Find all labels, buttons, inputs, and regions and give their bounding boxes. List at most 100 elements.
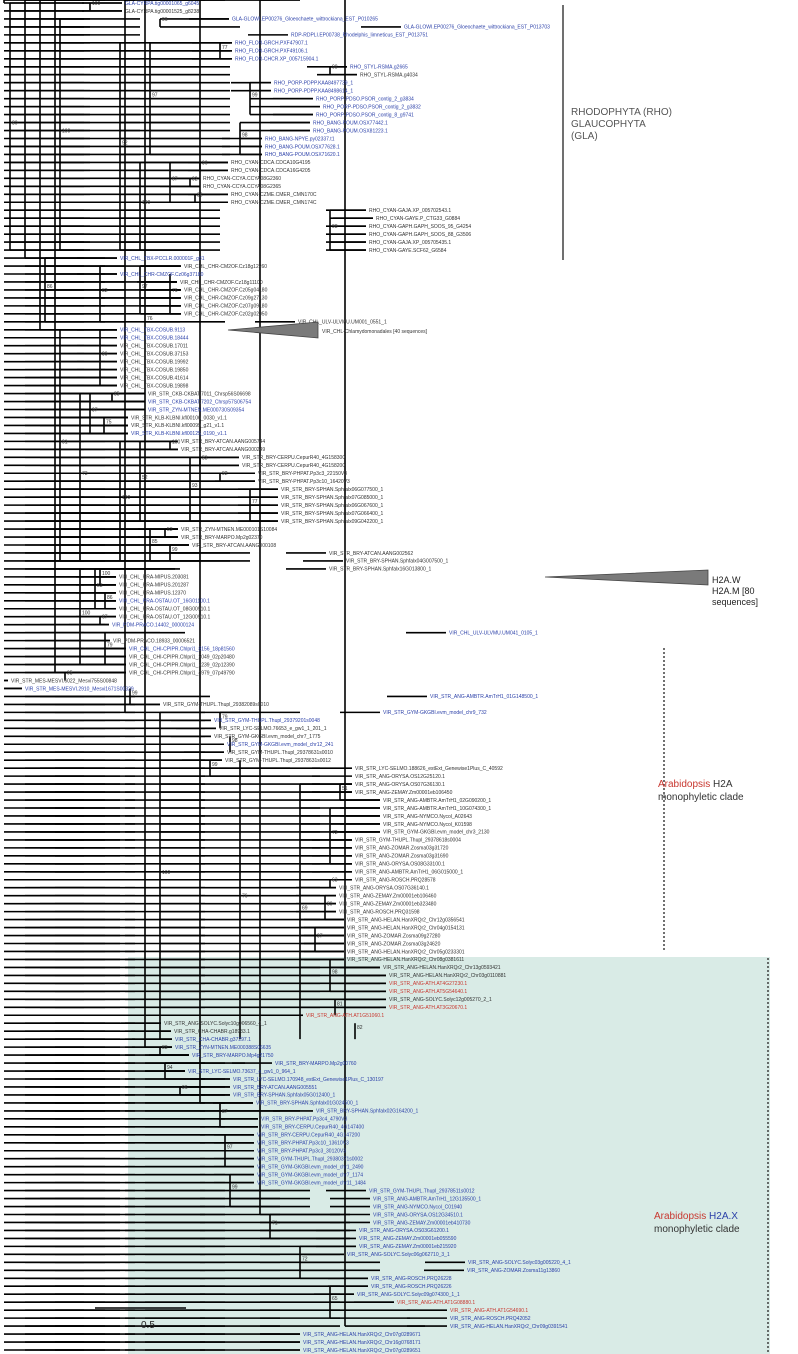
leaf-label: VIR_STR_ANG-NYMCO.Nycol_K01598 (383, 822, 472, 828)
leaf-label: VIR_STR_ANG-ZOMAR.Zosma03g31690 (355, 854, 449, 860)
bootstrap-value: 86 (107, 595, 113, 601)
bootstrap-value: 86 (47, 284, 53, 290)
leaf-label: VIR_STR_ANG-ATH.AT1G51060.1 (306, 1013, 384, 1019)
bootstrap-value: 97 (152, 93, 158, 99)
leaf-label: RHO_CYAN-GAJA.XP_005705435.1 (369, 240, 451, 246)
leaf-label: VIR_STR_ANG-ORYSA.OS03G61200.1 (359, 1228, 449, 1234)
leaf-label: VIR_STR_BRY-CERPU.CepurR40_4G147200 (257, 1133, 360, 1139)
bootstrap-value: 96 (202, 160, 208, 166)
bootstrap-value: 87 (222, 1109, 228, 1115)
rhodophyta-line-3: (GLA) (571, 131, 598, 142)
bootstrap-value: 100 (162, 870, 171, 876)
h2aw-triangle (544, 569, 709, 586)
leaf-label: VIR_STR_ANG-ZOMAR.Zosma09g27280 (347, 933, 441, 939)
leaf-label: VIR_CHL_PRA-OSTAU.OT_12G00910.1 (119, 615, 211, 621)
bootstrap-value: 97 (227, 1145, 233, 1151)
leaf-label: VIR_STR_ANG-ROSCH.PRQ26226 (371, 1284, 452, 1290)
bootstrap-value: 100 (92, 1, 101, 7)
bootstrap-value: 63 (332, 878, 338, 884)
bootstrap-value: 100 (102, 571, 111, 577)
leaf-label: RHO_BANG-POUM.OSX81223.1 (313, 128, 388, 134)
leaf-label: GLA-CYRPA.tig00001525_g8238 (125, 9, 199, 15)
leaf-label: VIR_PDM-PRACO.14402_00000124 (112, 622, 194, 628)
leaf-label: VIR_STR_BRY-ATCAN.AANG000249 (181, 447, 265, 453)
leaf-label: VIR_STR_ZYN-MTNEN.ME000730S09354 (148, 407, 244, 413)
leaf-label: VIR_STR_ANG-AMBTR.AmTrH1_02G090200_1 (383, 798, 491, 804)
bootstrap-value: 85 (152, 539, 158, 545)
leaf-label: VIR_STR_BRY-MARPO.Mp2g02370 (181, 535, 263, 541)
leaf-label: VIR_STR_ANG-ZEMAY.Zm00001eb055590 (359, 1236, 457, 1242)
bootstrap-value: 89 (327, 902, 333, 908)
leaf-label: VIR_STR_ANG-ROSCH.PRQ31598 (339, 909, 420, 915)
h2aw-count: [80 sequences] (712, 586, 759, 607)
leaf-label: VIR_STR_ANG-ZOMAR.Zosma03g31720 (355, 846, 449, 852)
bootstrap-value: 96 (347, 0, 353, 2)
bootstrap-value: 76 (147, 316, 153, 322)
leaf-label: RHO_BANG-POUM.OSX77628.1 (265, 144, 340, 150)
h2ax-prefix: Arabidopsis (654, 1211, 707, 1222)
leaf-label: VIR_STR_GYM-THUPL.Thupl_29378631s0012 (225, 758, 331, 764)
leaf-label: VIR_STR_BRY-PHPAT.Pp3c10_16420V3 (258, 479, 350, 485)
leaf-label: VIR_STR_ANG-ROSCH.PRQ26228 (371, 1276, 452, 1282)
h2aw-line-2: H2A.M (712, 586, 740, 596)
leaf-label: VIR_STR_BRY-PHPAT.Pp3c10_13610V3 (257, 1141, 349, 1147)
leaf-label: VIR_STR_ANG-ZOMAR.Zosma03g24620 (347, 941, 441, 947)
bootstrap-value: 100 (172, 439, 181, 445)
tree-branches (3, 0, 465, 1351)
leaf-label: VIR_STR_ANG-NYMCO.Nycol_A02643 (383, 814, 472, 820)
leaf-label: VIR_STR_BRY-ATCAN.AANG005551 (233, 1085, 317, 1091)
leaf-label: VIR_STR_BRY-SPHAN.Sphfalx02G164200_1 (316, 1109, 419, 1115)
leaf-label: VIR_CHL_CHR-CMZOF.Cz02g02050 (184, 312, 268, 318)
leaf-label: VIR_STR_ANG-HELAN.HanXRQr2_Chr07g0289671 (303, 1332, 421, 1338)
leaf-label: VIR_STR_ANG-HELAN.HanXRQr2_Chr13g0593421 (383, 965, 501, 971)
leaf-label: VIR_STR_BRY-SPHAN.Sphfalx07G085000_1 (281, 495, 384, 501)
leaf-label: RHO_BANG-POUM.OSX77442.1 (313, 120, 388, 126)
leaf-label: VIR_STR_ANG-HELAN.HanXRQr2_Chr08g0381611 (347, 957, 464, 963)
leaf-label: RHO_CYAN-CZME.CMER_CMN170C (231, 192, 317, 198)
bootstrap-value: 86 (262, 0, 268, 2)
bootstrap-value: 91 (62, 439, 68, 445)
leaf-label: RHO_PORP-PDSO.PSOR_contig_8_g9741 (316, 112, 414, 118)
bootstrap-value: 92 (222, 471, 228, 477)
leaf-label: VIR_CHL_PRA-OSTAU.OT_16G01100.1 (119, 599, 210, 605)
leaf-label: RHO_CYAN-CCYA.CCYA08G2365 (203, 184, 281, 190)
bootstrap-value: 86 (197, 192, 203, 198)
leaf-label: VIR_STR_ANG-ORYSA.OS12G25120.1 (355, 774, 445, 780)
leaf-label: VIR_CHL_TBX-COSUB.37153 (120, 351, 189, 357)
leaf-label: VIR_STR_BRY-MARPO.Mp4g21750 (192, 1053, 274, 1059)
bootstrap-value: 82 (102, 288, 108, 294)
bootstrap-value: 100 (62, 129, 71, 135)
leaf-label: VIR_STR_ANG-AMBTR.AmTrH1_06G015000_1 (355, 870, 463, 876)
bootstrap-value: 80 (12, 121, 18, 127)
leaf-label: VIR_STR_ANG-ATH.AT4G27230.1 (389, 981, 467, 987)
bootstrap-value: 100 (142, 200, 151, 206)
leaf-label: VIR_STR_BRY-PHPAT.Pp3c4_4790V3 (261, 1117, 347, 1123)
leaf-label: VIR_STR_CHA-CHABR.g18933.1 (174, 1029, 250, 1035)
bootstrap-value: 99 (232, 1185, 238, 1191)
leaf-label: RHO_PORP-PDPP.KAA8497739_1 (274, 81, 353, 87)
bootstrap-value: 93 (192, 483, 198, 489)
leaf-label: VIR_CHL_CHI-CPIPR.Chlpri1_4979_07p49790 (129, 670, 235, 676)
leaf-label: VIR_STR_ZYN-MTNEN.ME000388S06635 (175, 1045, 271, 1051)
bootstrap-value: 71 (272, 1220, 278, 1226)
leaf-label: VIR_CHL_PRA-OSTAU.OT_08G00910.1 (119, 607, 211, 613)
leaf-label: VIR_STR_ANG-ROSCH.PRQ28578 (355, 878, 436, 884)
leaf-label: VIR_STR_BRY-SPHAN.Sphfalx09G042200_1 (281, 519, 384, 525)
bootstrap-value: 99 (172, 547, 178, 553)
leaf-label: VIR_STR_ANG-HELAN.HanXRQr2_Chr07g0289651 (303, 1348, 421, 1354)
bootstrap-value: 53 (202, 455, 208, 461)
leaf-label: VIR_STR_BRY-SPHAN.Sphfalx04G007500_1 (346, 559, 449, 565)
bootstrap-value: 72 (332, 830, 338, 836)
leaf-label: VIR_STR_KLB-KLBNI.kfl00106_0030_v1.1 (131, 415, 227, 421)
leaf-label: VIR_CHL_CHI-CPIPR.Chlpri1_2049_02p20480 (129, 654, 235, 660)
leaf-label: VIR_CHL_ULV-ULVMU.UM041_0105_1 (449, 630, 538, 636)
leaf-label: VIR_STR_ANG-HELAN.HanXRQr2_Chr16g0768171 (303, 1340, 421, 1346)
bootstrap-value: 99 (132, 690, 138, 696)
leaf-label: VIR_STR_GYM-GKGBI.evm_model_chr1_2490 (257, 1164, 364, 1170)
h2ax-line-2: monophyletic clade (654, 1224, 740, 1235)
bootstrap-value: 100 (82, 611, 91, 617)
h2a-clade-label: Arabidopsis H2A monophyletic clade (658, 778, 744, 804)
bootstrap-value: 98 (242, 132, 248, 138)
leaf-label: VIR_STR_BRY-ATCAN.AANG005744 (181, 439, 265, 445)
